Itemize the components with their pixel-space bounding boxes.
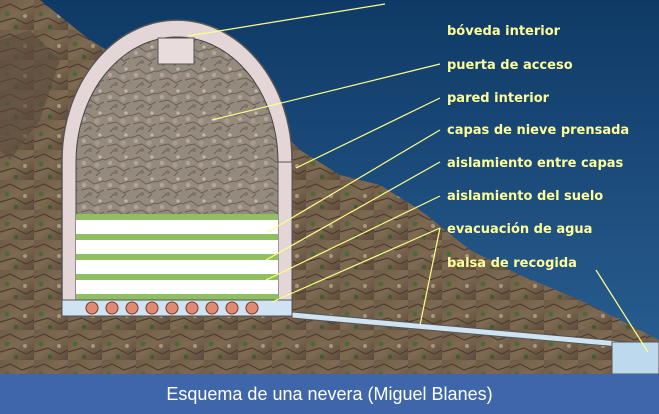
- access-door: [157, 37, 195, 65]
- label-aislamiento-capas: aislamiento entre capas: [447, 156, 624, 171]
- collection-pool: [611, 341, 659, 375]
- right-wall: [277, 161, 293, 317]
- label-boveda-interior: bóveda interior: [447, 24, 561, 39]
- label-balsa-recogida: balsa de recogida: [447, 256, 577, 271]
- label-evacuacion-agua: evacuación de agua: [447, 222, 593, 237]
- label-puerta-de-acceso: puerta de acceso: [447, 58, 573, 73]
- label-aislamiento-suelo: aislamiento del suelo: [447, 189, 604, 204]
- caption-bar: Esquema de una nevera (Miguel Blanes): [0, 374, 659, 414]
- label-pared-interior: pared interior: [447, 91, 550, 106]
- ground: [0, 318, 620, 374]
- snow-layers: [76, 214, 278, 300]
- drain-balls: [85, 301, 259, 315]
- leader-lines: [187, 3, 649, 353]
- label-capas-nieve: capas de nieve prensada: [447, 123, 630, 138]
